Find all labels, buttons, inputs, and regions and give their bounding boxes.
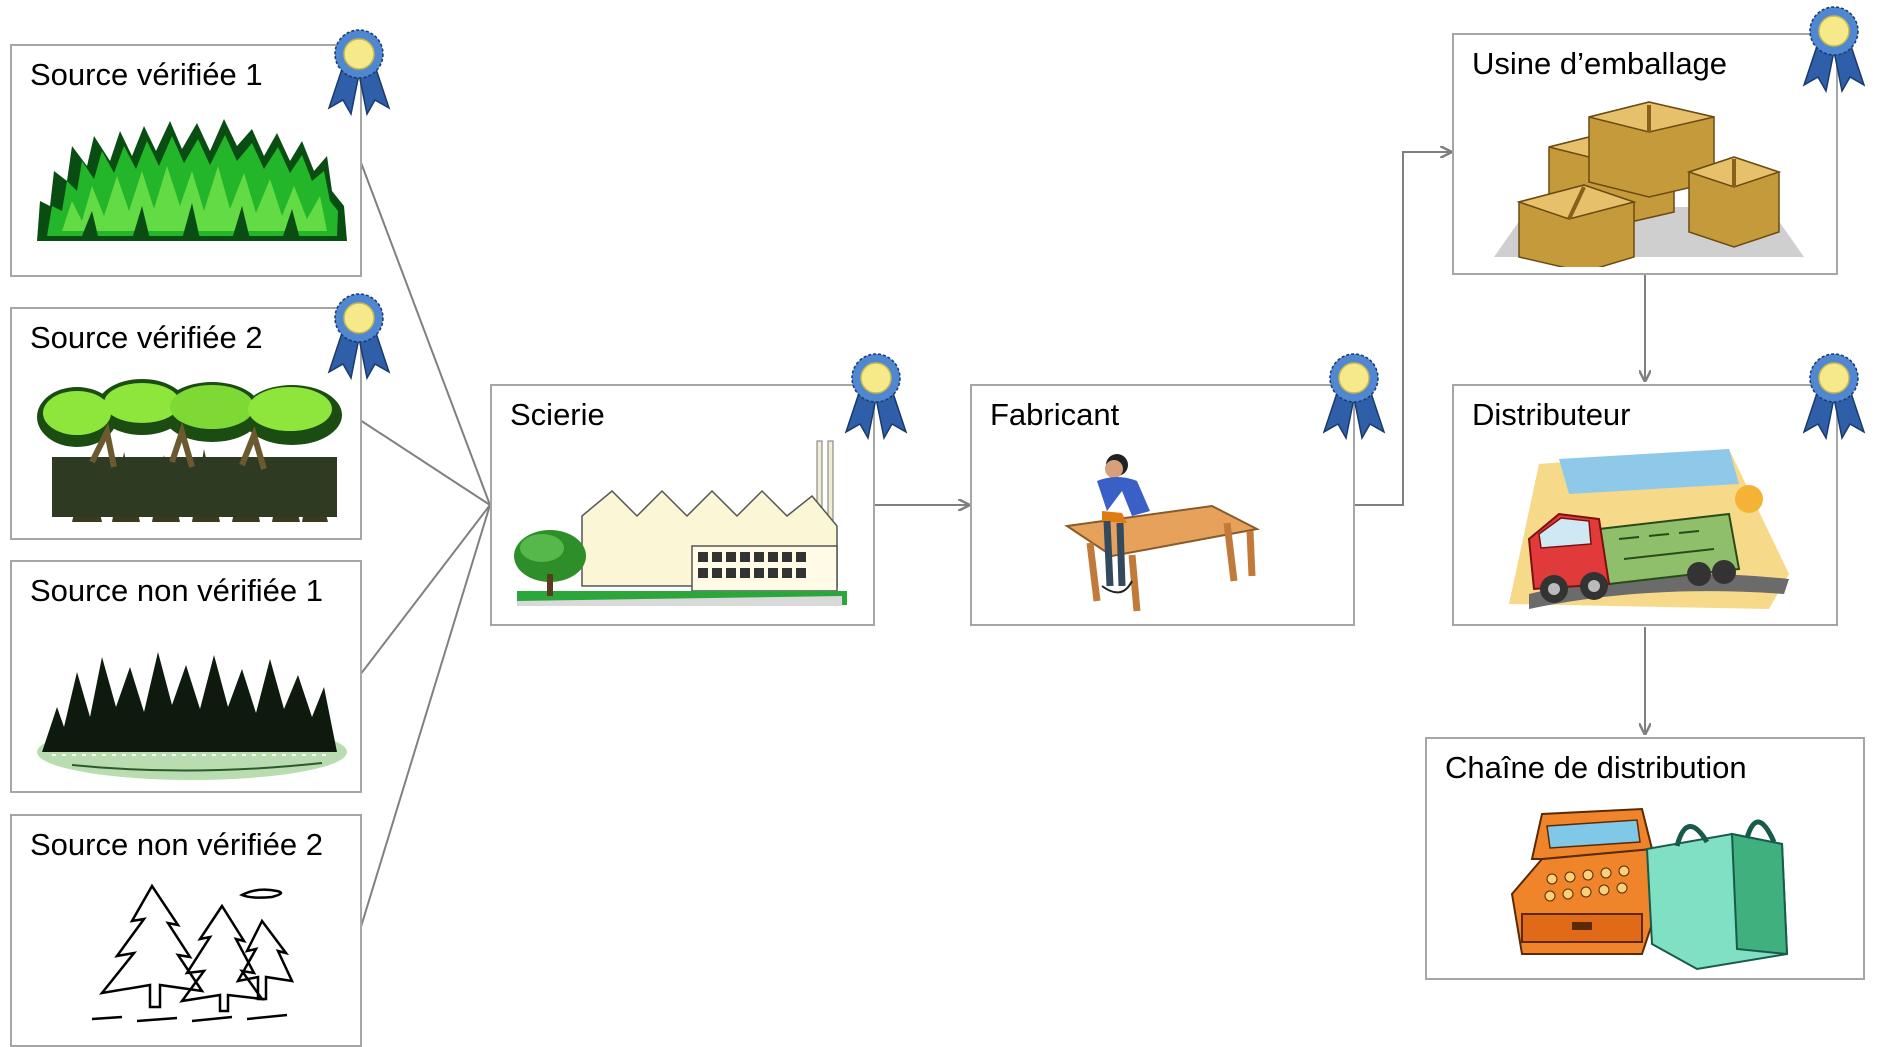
node-manufacturer: Fabricant (970, 384, 1355, 626)
node-label: Fabricant (990, 397, 1120, 432)
certification-ribbon-icon (327, 29, 391, 116)
node-label: Scierie (510, 397, 605, 432)
node-source-verified-1: Source vérifiée 1 (10, 44, 362, 277)
node-source-unverified-2: Source non vérifiée 2 (10, 814, 362, 1047)
certification-ribbon-icon (1802, 353, 1866, 440)
node-label: Source non vérifiée 2 (30, 827, 323, 862)
node-source-verified-2: Source vérifiée 2 (10, 307, 362, 540)
node-retail-chain: Chaîne de distribution (1425, 737, 1865, 980)
node-label: Source non vérifiée 1 (30, 573, 323, 608)
certification-ribbon-icon (844, 353, 908, 440)
edge-unverified2-to-sawmill (359, 504, 491, 931)
certification-ribbon-icon (1322, 353, 1386, 440)
node-packaging-plant: Usine d’emballage (1452, 33, 1838, 275)
broadleaf-forest-icon (37, 379, 342, 522)
certification-ribbon-icon (1802, 6, 1866, 93)
node-label: Source vérifiée 2 (30, 320, 263, 355)
cardboard-boxes-icon (1494, 101, 1804, 267)
node-sawmill: Scierie (490, 384, 875, 626)
node-label: Source vérifiée 1 (30, 57, 263, 92)
node-label: Distributeur (1472, 397, 1631, 432)
sketch-pine-trees-icon (91, 883, 295, 1023)
cash-register-shopping-bag-icon (1510, 807, 1789, 971)
edge-manufacturer-to-packaging (1355, 152, 1450, 506)
delivery-truck-icon (1509, 449, 1789, 609)
dense-forest-icon (37, 119, 347, 241)
factory-icon (514, 440, 847, 606)
node-distributor: Distributeur (1452, 384, 1838, 626)
certification-ribbon-icon (327, 293, 391, 380)
edge-unverified1-to-sawmill (359, 504, 491, 676)
edge-verified2-to-sawmill (359, 419, 491, 506)
carpenter-at-table-icon (1064, 454, 1261, 612)
dark-conifer-forest-icon (37, 652, 347, 780)
node-source-unverified-1: Source non vérifiée 1 (10, 560, 362, 793)
node-label: Chaîne de distribution (1445, 750, 1747, 785)
node-label: Usine d’emballage (1472, 46, 1728, 81)
